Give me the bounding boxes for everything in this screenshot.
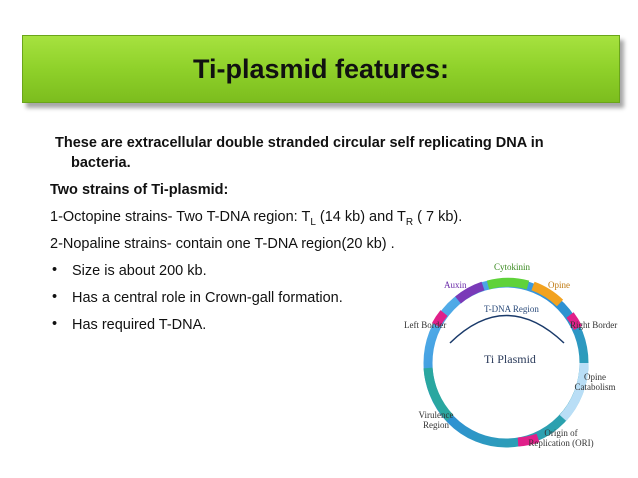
label-auxin: Auxin [444, 280, 467, 290]
slide-title: Ti-plasmid features: [192, 53, 450, 84]
bullet-item-3: Has required T-DNA. [72, 317, 207, 333]
virulence-segment [423, 367, 454, 422]
right-border-segment [566, 312, 583, 331]
label-ori: Origin of Replication (ORI) [528, 428, 594, 448]
strains-heading: Two strains of Ti-plasmid: [50, 182, 229, 198]
octopine-sub-r: R [405, 216, 414, 228]
opine-catabolism-segment [559, 362, 589, 422]
label-right-border: Right Border [570, 320, 618, 330]
label-tdna-region: T-DNA Region [484, 304, 539, 314]
bullet-glyph: • [52, 289, 58, 305]
ori-segment [517, 433, 540, 447]
plasmid-ring-svg [423, 277, 589, 448]
octopine-mid: (14 kb) and T [315, 209, 406, 225]
label-ti-plasmid: Ti Plasmid [484, 352, 536, 366]
octopine-prefix: 1-Octopine strains- Two T-DNA region: T [50, 209, 311, 225]
left-border-segment [432, 310, 448, 328]
cytokinin-segment [486, 277, 530, 290]
label-opine-catabolism: Opine Catabolism [574, 372, 616, 392]
intro-line-1: These are extracellular double stranded … [55, 135, 544, 151]
opine-segment [531, 281, 564, 307]
title-banner: Ti-plasmid features: [22, 35, 620, 103]
bullet-item-1: Size is about 200 kb. [72, 263, 207, 279]
bullet-glyph: • [52, 316, 58, 332]
label-virulence-region: Virulence Region [418, 410, 454, 430]
octopine-line: 1-Octopine strains- Two T-DNA region: TL… [50, 208, 462, 232]
tdna-inner-arc [449, 314, 565, 344]
label-cytokinin: Cytokinin [494, 262, 531, 272]
auxin-segment [455, 281, 485, 304]
label-left-border: Left Border [404, 320, 447, 330]
bullet-glyph: • [52, 262, 58, 278]
octopine-suffix: ( 7 kb). [413, 209, 463, 225]
bullet-item-2: Has a central role in Crown-gall formati… [72, 290, 343, 306]
label-opine: Opine [548, 280, 570, 290]
ti-plasmid-diagram: Cytokinin Auxin Opine T-DNA Region Left … [388, 258, 628, 458]
intro-line-2: bacteria. [71, 155, 131, 171]
nopaline-line: 2-Nopaline strains- contain one T-DNA re… [50, 236, 395, 252]
octopine-sub-l: L [310, 216, 316, 228]
